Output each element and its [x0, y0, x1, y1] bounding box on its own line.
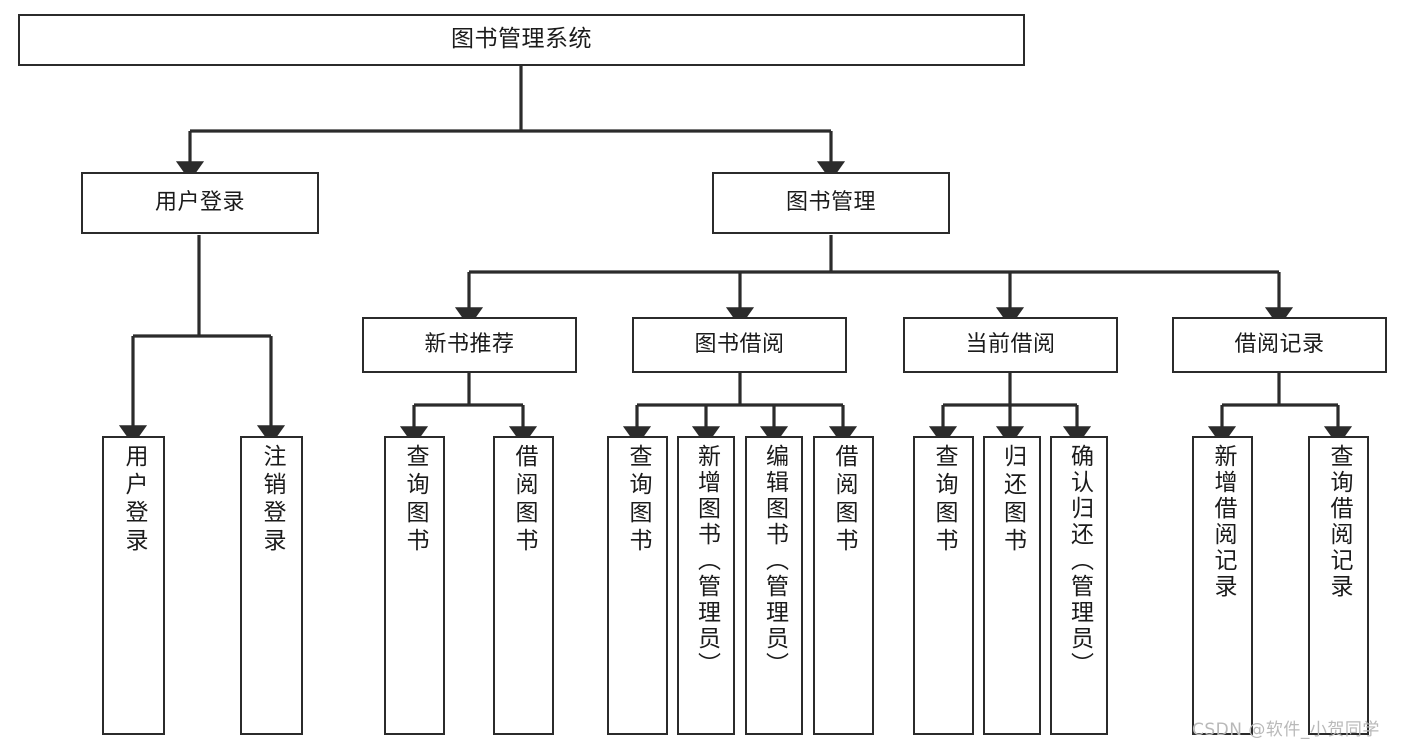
leaf-edit-book-admin[interactable]: 编辑图书（管理员） — [745, 436, 803, 735]
node-label: 借阅记录 — [1234, 331, 1325, 357]
leaf-logout[interactable]: 注销登录 — [240, 436, 303, 735]
leaf-return-books[interactable]: 归还图书 — [983, 436, 1041, 735]
node-label: 确认归还（管理员） — [1066, 444, 1093, 678]
node-label: 查询图书 — [931, 444, 957, 556]
leaf-borrow-books-recommend[interactable]: 借阅图书 — [493, 436, 554, 735]
node-root-book-management-system[interactable]: 图书管理系统 — [18, 14, 1025, 66]
leaf-query-books-recommend[interactable]: 查询图书 — [384, 436, 445, 735]
node-current-borrowing[interactable]: 当前借阅 — [903, 317, 1118, 373]
leaf-query-borrow-record[interactable]: 查询借阅记录 — [1308, 436, 1369, 735]
node-book-borrowing[interactable]: 图书借阅 — [632, 317, 847, 373]
node-label: 新书推荐 — [424, 331, 515, 357]
node-user-login[interactable]: 用户登录 — [81, 172, 319, 234]
node-new-book-recommendation[interactable]: 新书推荐 — [362, 317, 577, 373]
node-label: 借阅图书 — [831, 444, 857, 556]
node-label: 图书管理系统 — [451, 26, 592, 53]
node-label: 注销登录 — [259, 444, 285, 556]
leaf-add-borrow-record[interactable]: 新增借阅记录 — [1192, 436, 1253, 735]
node-label: 用户登录 — [154, 189, 245, 215]
node-label: 查询借阅记录 — [1326, 444, 1352, 600]
watermark-text: CSDN @软件_小贺同学 — [1192, 720, 1380, 740]
node-label: 用户登录 — [121, 444, 147, 556]
leaf-add-book-admin[interactable]: 新增图书（管理员） — [677, 436, 735, 735]
node-label: 查询图书 — [402, 444, 428, 556]
node-label: 新增借阅记录 — [1210, 444, 1236, 600]
node-label: 图书借阅 — [694, 331, 785, 357]
leaf-query-books-current[interactable]: 查询图书 — [913, 436, 974, 735]
node-label: 新增图书（管理员） — [693, 444, 720, 678]
leaf-confirm-return-admin[interactable]: 确认归还（管理员） — [1050, 436, 1108, 735]
node-label: 当前借阅 — [965, 331, 1056, 357]
leaf-borrow-books[interactable]: 借阅图书 — [813, 436, 874, 735]
node-borrow-records[interactable]: 借阅记录 — [1172, 317, 1387, 373]
node-label: 归还图书 — [999, 444, 1026, 556]
node-label: 借阅图书 — [511, 444, 537, 556]
node-label: 编辑图书（管理员） — [761, 444, 788, 678]
leaf-user-login[interactable]: 用户登录 — [102, 436, 165, 735]
node-label: 查询图书 — [625, 444, 651, 556]
leaf-query-books-borrow[interactable]: 查询图书 — [607, 436, 668, 735]
node-book-management[interactable]: 图书管理 — [712, 172, 950, 234]
node-label: 图书管理 — [785, 189, 876, 215]
